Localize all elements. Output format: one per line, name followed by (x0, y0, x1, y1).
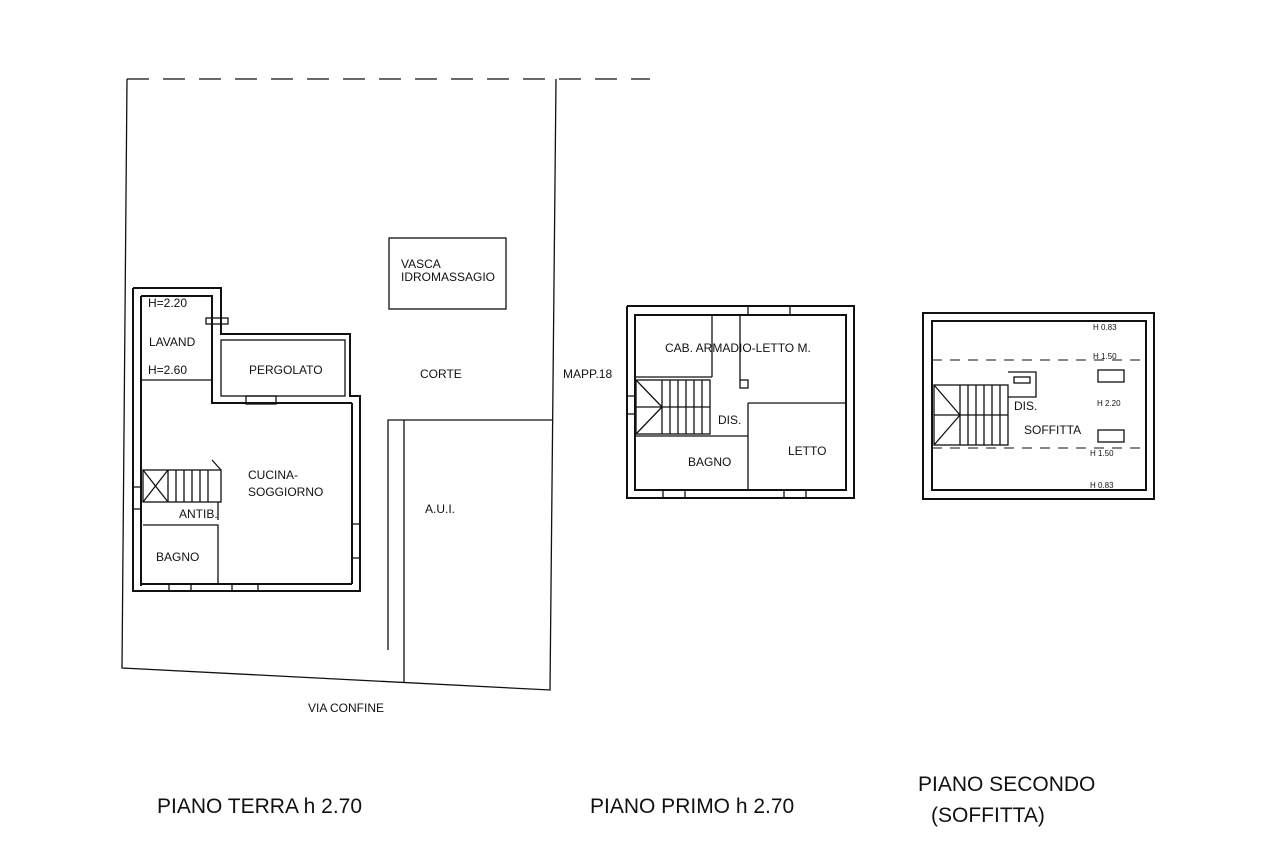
title-piano-secondo: PIANO SECONDO (918, 773, 1095, 796)
house-outer-wall (132, 287, 361, 592)
primo-window-bottom-2 (783, 489, 807, 499)
secondo-skylight-2 (1097, 429, 1125, 443)
aui-boundary (387, 419, 553, 650)
label-h150-bottom: H 1.50 (1090, 449, 1114, 458)
window-3 (168, 583, 192, 592)
piano-primo-plan: CAB. ARMADIO-LETTO M. DIS. BAGNO LETTO (626, 305, 855, 499)
label-aui: A.U.I. (425, 502, 455, 516)
label-bagno-pt: BAGNO (156, 550, 199, 564)
label-letto: LETTO (788, 444, 826, 458)
label-h150-top: H 1.50 (1093, 352, 1117, 361)
label-cab-armadio: CAB. ARMADIO-LETTO M. (665, 341, 811, 355)
window-5 (351, 523, 361, 559)
secondo-inner-wall (931, 320, 1147, 491)
lot-boundary (121, 78, 557, 691)
piano-secondo-plan: H 0.83 H 1.50 H 2.20 H 1.50 H 0.83 DIS. … (922, 312, 1155, 500)
primo-window-top (747, 305, 791, 316)
window-2 (245, 395, 277, 405)
label-cucina: CUCINA- (248, 468, 298, 482)
stair-rail (211, 459, 222, 471)
label-h220-ps: H 2.20 (1097, 399, 1121, 408)
window-4 (231, 583, 259, 592)
stair-pt (142, 469, 222, 503)
primo-pillar (739, 379, 749, 389)
label-antib: ANTIB. (179, 507, 218, 521)
label-soggiorno: SOGGIORNO (248, 485, 323, 499)
label-via-confine: VIA CONFINE (308, 701, 384, 715)
label-pergolato: PERGOLATO (249, 363, 323, 377)
label-h220: H=2.20 (148, 296, 187, 310)
primo-window-bottom-1 (662, 489, 686, 499)
label-bagno-pp: BAGNO (688, 455, 731, 469)
label-dis-ps: DIS. (1014, 399, 1037, 413)
bagno-wall (143, 524, 219, 584)
title-piano-primo: PIANO PRIMO h 2.70 (590, 795, 794, 818)
house-inner-wall (141, 295, 352, 404)
primo-window-left (626, 395, 636, 415)
label-h260: H=2.60 (148, 363, 187, 377)
hydromassage-tub (388, 237, 507, 310)
label-h083-bottom: H 0.83 (1090, 481, 1114, 490)
title-soffitta: (SOFFITTA) (931, 804, 1045, 827)
label-soffitta: SOFFITTA (1024, 423, 1081, 437)
secondo-outer-wall (922, 312, 1155, 500)
label-corte: CORTE (420, 367, 462, 381)
pergolato-area (220, 339, 346, 397)
window-6 (132, 486, 142, 510)
piano-terra-plan: VASCA IDROMASSAGIO CORTE MAPP.18 A.U.I. … (121, 78, 650, 715)
secondo-niche (1008, 371, 1037, 398)
title-piano-terra: PIANO TERRA h 2.70 (157, 795, 362, 818)
stair-treads-pp (635, 379, 710, 435)
stair-treads-ps (933, 384, 1008, 446)
label-lavand: LAVAND (149, 335, 196, 349)
label-mapp: MAPP.18 (563, 367, 612, 381)
window-1 (205, 317, 229, 325)
label-vasca: VASCA (401, 257, 441, 271)
label-h083-top: H 0.83 (1093, 323, 1117, 332)
label-dis-pp: DIS. (718, 413, 741, 427)
secondo-skylight-1 (1097, 369, 1125, 383)
secondo-skylight-small (1013, 376, 1031, 384)
stair-treads-pt (142, 469, 209, 503)
label-idromassaggio: IDROMASSAGIO (401, 270, 495, 284)
